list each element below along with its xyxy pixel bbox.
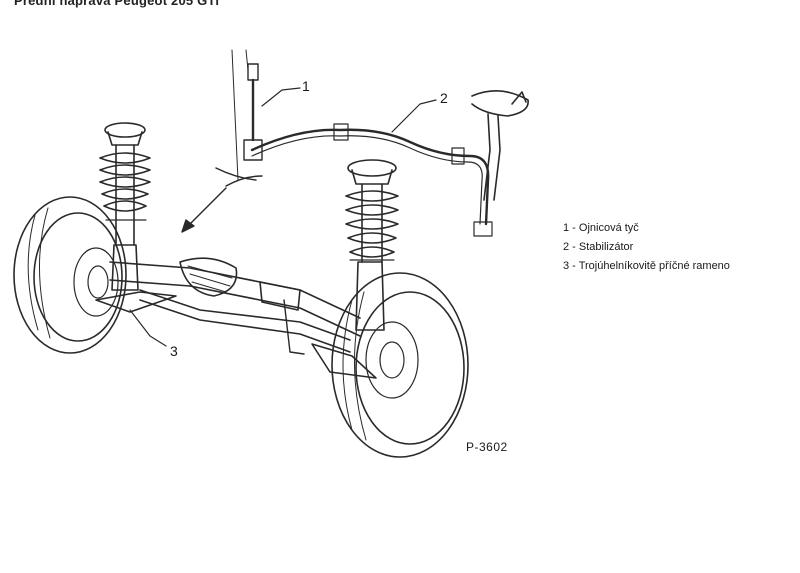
legend-item-stabilizer: 2 - Stabilizátor (563, 241, 634, 253)
legend-item-drop-link: 1 - Ojnicová tyč (563, 222, 639, 234)
drop-link (231, 49, 263, 181)
right-wheel (331, 272, 469, 458)
body-section (181, 167, 263, 233)
left-wheel (13, 196, 127, 354)
anti-roll-bar (250, 123, 493, 237)
left-strut (99, 122, 151, 291)
callout-leaders (129, 87, 437, 347)
callout-2: 2 (440, 90, 448, 106)
legend-item-control-arm: 3 - Trojúhelníkovitě příčné rameno (563, 260, 730, 272)
page-title: Přední náprava Peugeot 205 GTi (14, 0, 220, 8)
callout-3: 3 (170, 343, 178, 359)
legend: 1 - Ojnicová tyč 2 - Stabilizátor 3 - Tr… (563, 219, 730, 276)
right-body-mount (471, 90, 529, 201)
steering-rack (109, 257, 361, 355)
callout-1: 1 (302, 78, 310, 94)
figure-code: P-3602 (466, 440, 508, 454)
lower-control-arms (95, 291, 377, 379)
right-strut (345, 159, 399, 331)
